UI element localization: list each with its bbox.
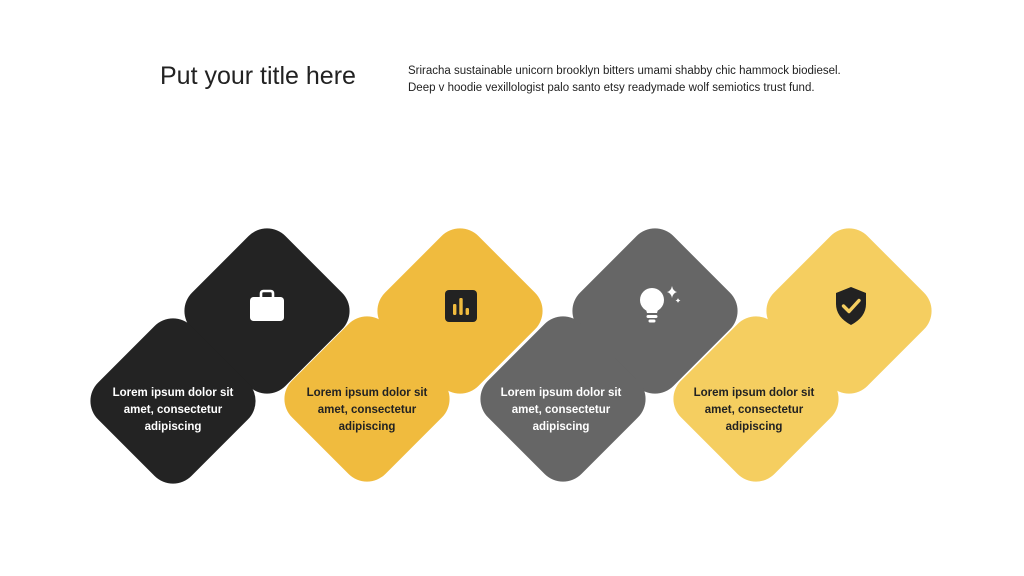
page-description: Sriracha sustainable unicorn brooklyn bi… — [408, 63, 928, 97]
description-line-2: Deep v hoodie vexillologist palo santo e… — [408, 82, 815, 94]
step-4-text: Lorem ipsum dolor sit amet, consectetur … — [693, 387, 815, 433]
step-2-text: Lorem ipsum dolor sit amet, consectetur … — [306, 387, 428, 433]
step-1-text: Lorem ipsum dolor sit amet, consectetur … — [112, 387, 234, 433]
step-3-text: Lorem ipsum dolor sit amet, consectetur … — [500, 387, 622, 433]
bar-chart-icon — [445, 290, 477, 322]
description-line-1: Sriracha sustainable unicorn brooklyn bi… — [408, 65, 841, 77]
lightbulb-icon — [640, 286, 681, 323]
page-title: Put your title here — [160, 62, 356, 90]
briefcase-icon — [250, 289, 284, 321]
shield-check-icon — [836, 287, 866, 325]
